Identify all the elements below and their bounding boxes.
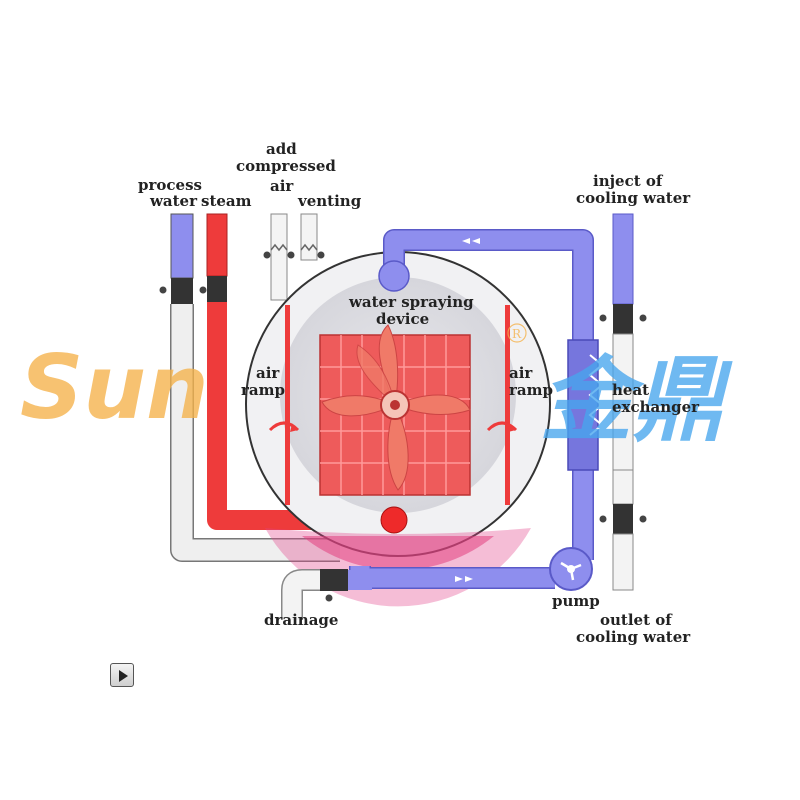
valve-dot	[599, 314, 607, 322]
label-heat-exchanger-2: exchanger	[612, 398, 700, 416]
label-outlet-cooling-1: outlet of	[600, 611, 673, 629]
air-ramp-left	[285, 305, 290, 505]
play-button[interactable]	[110, 663, 134, 687]
valve-dot	[325, 594, 333, 602]
watermark-latin: Sun	[20, 336, 209, 439]
label-add-air-2: compressed	[236, 157, 336, 175]
label-inject-cooling-2: cooling water	[576, 189, 691, 207]
cooling-water-outlet-pipe	[612, 469, 634, 591]
valve-dot	[159, 286, 167, 294]
valve-dot	[199, 286, 207, 294]
label-outlet-cooling-2: cooling water	[576, 628, 691, 646]
cooling-water-inject-pipe	[612, 213, 634, 471]
label-inject-cooling-1: inject of	[593, 172, 664, 190]
drainage-pipe	[281, 569, 372, 620]
label-process-water-2: water	[149, 192, 198, 210]
label-add-air-3: air	[270, 177, 294, 195]
valve-dot	[639, 314, 647, 322]
label-air-ramp-left-1: air	[256, 364, 280, 382]
valve-dot	[263, 251, 271, 259]
label-add-air-1: add	[266, 140, 297, 158]
valve-dot	[317, 251, 325, 259]
circulation-pump	[549, 547, 593, 591]
label-air-ramp-right-1: air	[509, 364, 533, 382]
label-venting: venting	[297, 192, 362, 210]
water-spray-head	[378, 260, 410, 292]
label-water-spraying-2: device	[376, 310, 429, 328]
label-process-water-1: process	[138, 176, 202, 194]
label-heat-exchanger-1: heat	[612, 381, 649, 399]
valve-dot	[639, 515, 647, 523]
circulation-fan	[321, 324, 471, 491]
watermark-logo: Sun 金鼎 R	[20, 323, 733, 454]
play-icon	[119, 670, 128, 682]
watermark-cjk: 金鼎	[540, 347, 733, 454]
label-pump: pump	[552, 592, 600, 610]
heat-exchanger	[567, 339, 604, 471]
valve-dot	[599, 515, 607, 523]
label-drainage: drainage	[264, 611, 338, 629]
label-air-ramp-right-2: ramp	[509, 381, 553, 399]
watermark-registered: R	[512, 327, 522, 341]
air-ramp-right	[505, 305, 510, 505]
label-air-ramp-left-2: ramp	[241, 381, 285, 399]
steam-inlet	[380, 506, 408, 534]
valve-dot	[287, 251, 295, 259]
label-steam: steam	[201, 192, 252, 210]
air-venting-pipes	[270, 213, 318, 301]
process-water-pipe	[170, 213, 340, 562]
label-water-spraying-1: water spraying	[348, 293, 474, 311]
